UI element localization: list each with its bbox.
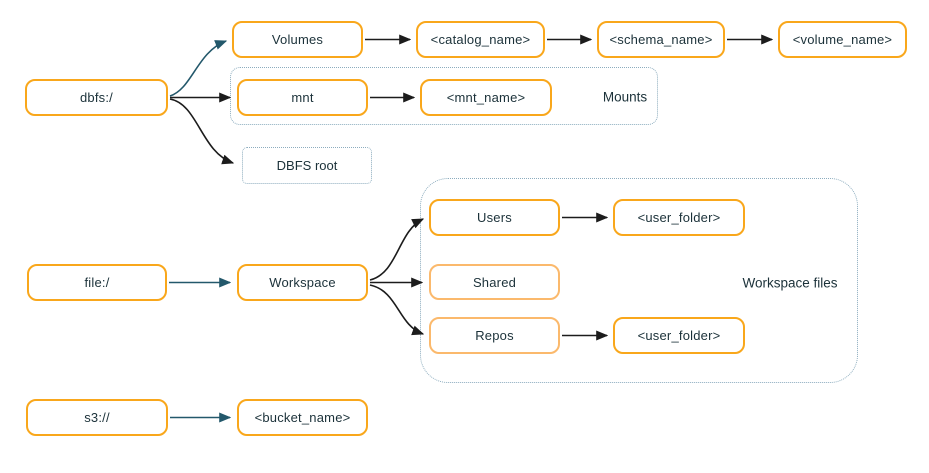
node-schema-name: <schema_name>	[597, 21, 725, 58]
node-bucket-name: <bucket_name>	[237, 399, 368, 436]
node-volumes: Volumes	[232, 21, 363, 58]
node-file: file:/	[27, 264, 167, 301]
node-mnt: mnt	[237, 79, 368, 116]
node-mnt-name: <mnt_name>	[420, 79, 552, 116]
edge-dbfs-dbfsroot	[169, 98, 235, 165]
edge-workspace-repos	[369, 284, 425, 336]
node-user-folder-top: <user_folder>	[613, 199, 745, 236]
mounts-group-label: Mounts	[602, 89, 648, 105]
node-s3: s3://	[26, 399, 168, 436]
edge-workspace-users	[369, 218, 425, 281]
edge-dbfs-volumes	[169, 40, 228, 97]
node-workspace: Workspace	[237, 264, 368, 301]
node-dbfs-root: DBFS root	[242, 147, 372, 184]
node-dbfs: dbfs:/	[25, 79, 168, 116]
node-catalog-name: <catalog_name>	[416, 21, 545, 58]
node-repos: Repos	[429, 317, 560, 354]
workspace-files-group-label: Workspace files	[742, 275, 838, 291]
node-shared: Shared	[429, 264, 560, 300]
node-volume-name: <volume_name>	[778, 21, 907, 58]
node-user-folder-bottom: <user_folder>	[613, 317, 745, 354]
node-users: Users	[429, 199, 560, 236]
